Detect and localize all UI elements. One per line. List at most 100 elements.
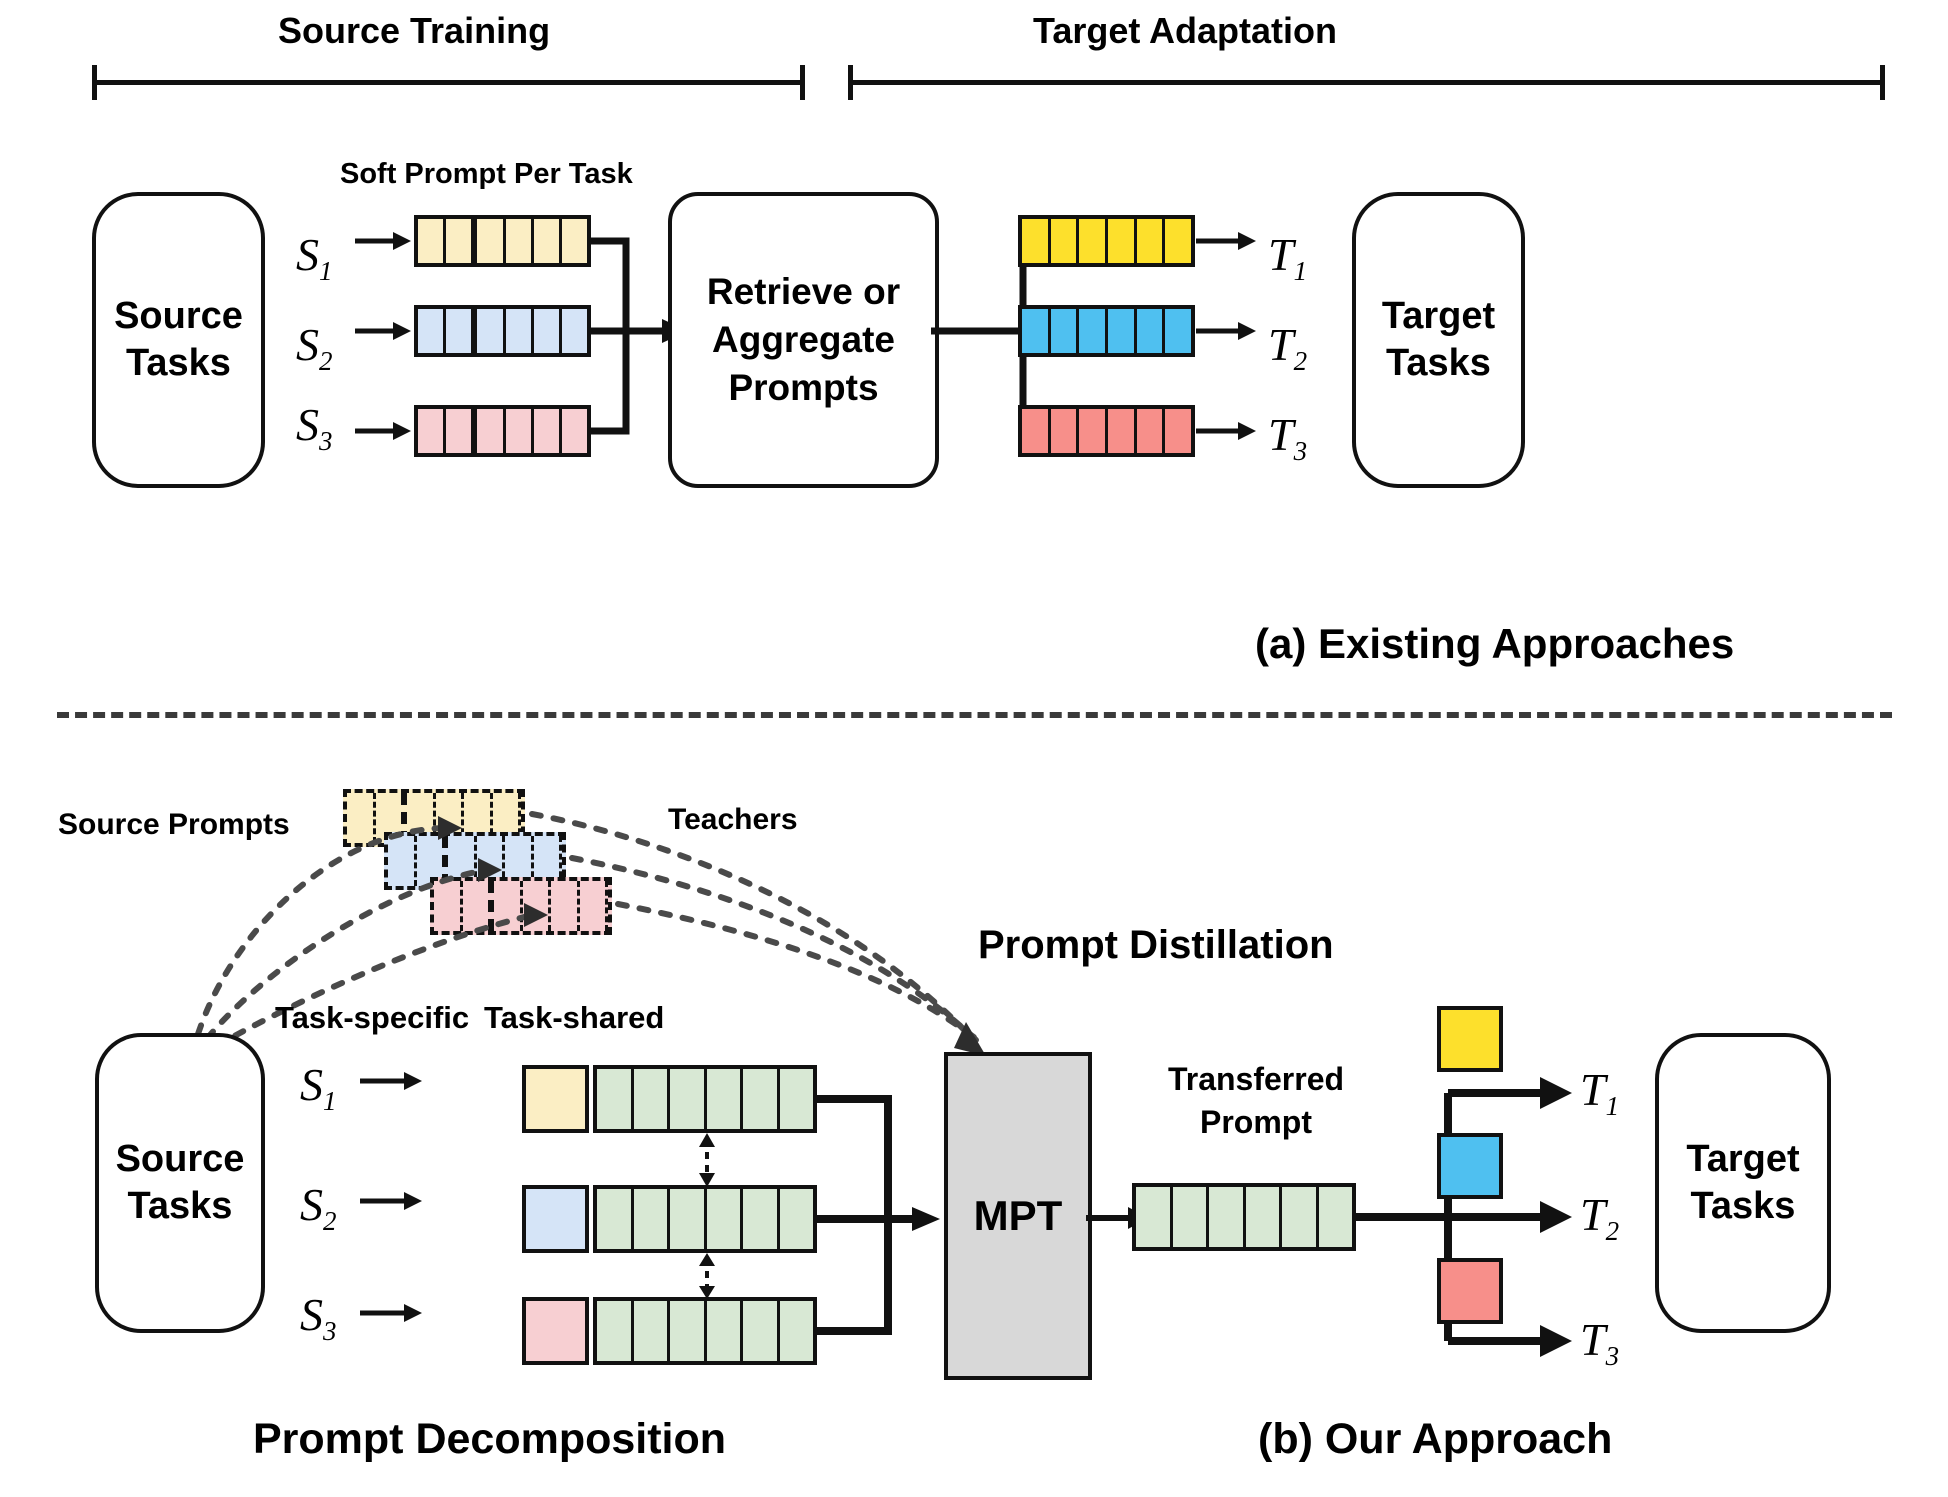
panel-b-source-tasks-line2: Tasks [127, 1185, 233, 1227]
prompt-cell [448, 836, 477, 886]
prompt-cell [1051, 309, 1080, 353]
prompt-cell [1246, 1187, 1282, 1247]
range-bar-target-adaptation [848, 80, 1885, 85]
panel-b-source-tasks-box: Source Tasks [95, 1033, 265, 1333]
prompt-cell [1051, 219, 1080, 263]
prompt-cell [1165, 409, 1191, 453]
prompt-cell [534, 219, 562, 263]
panel-a-retrieve-line1: Retrieve or [706, 270, 901, 312]
panel-a-prompt-s2 [414, 305, 591, 357]
panel-b-arrow-s3 [360, 1304, 422, 1322]
panel-b-target-tasks-line1: Target [1686, 1137, 1800, 1180]
panel-b-task-shared-s2 [593, 1185, 817, 1253]
panel-a-target-tasks-line2: Tasks [1386, 342, 1491, 384]
prompt-cell [436, 793, 464, 843]
panel-a-prompt-s3 [414, 405, 591, 457]
prompt-cell [464, 793, 493, 843]
prompt-cell [1108, 309, 1137, 353]
prompt-cell [388, 836, 417, 886]
panel-b-mpt-box: MPT [944, 1052, 1092, 1380]
prompt-cell [506, 409, 534, 453]
prompt-cell [1165, 309, 1191, 353]
prompt-cell [407, 793, 436, 843]
range-bar-target-adaptation-cap-right [1880, 65, 1885, 100]
panel-b-task-shared-s3 [593, 1297, 817, 1365]
prompt-cell [1209, 1187, 1246, 1247]
panel-b-source-symbol-s2: S2 [300, 1179, 337, 1237]
prompt-cell [523, 881, 551, 931]
panel-a-prompt-t2 [1018, 305, 1195, 357]
panel-b-task-specific-chip-s1 [522, 1065, 589, 1133]
prompt-cell [417, 836, 448, 886]
panel-b-transferred-prompt-line2: Prompt [1200, 1104, 1312, 1141]
prompt-cell [1022, 219, 1051, 263]
prompt-cell [597, 1069, 634, 1129]
prompt-cell [562, 409, 587, 453]
prompt-cell [1022, 409, 1051, 453]
panel-a-target-symbol-t2: T2 [1268, 319, 1308, 377]
prompt-cell [477, 309, 506, 353]
range-bar-source-training-cap-left [92, 65, 97, 100]
range-bar-target-adaptation-cap-left [848, 65, 853, 100]
range-bar-source-training-cap-right [800, 65, 805, 100]
panel-b-task-specific-label: Task-specific [275, 1000, 470, 1035]
panel-b-arrow-s1 [360, 1072, 422, 1090]
prompt-cell [494, 881, 523, 931]
panel-a-retrieve-line3: Prompts [728, 367, 879, 409]
prompt-cell [534, 409, 562, 453]
prompt-cell [376, 793, 407, 843]
panel-b-target-symbol-t3: T3 [1580, 1314, 1620, 1372]
prompt-cell [418, 219, 447, 263]
prompt-cell [670, 1069, 707, 1129]
panel-b-task-shared-s1 [593, 1065, 817, 1133]
prompt-cell [597, 1189, 634, 1249]
panel-b-source-tasks-line1: Source [115, 1137, 245, 1180]
prompt-cell [347, 793, 376, 843]
panel-b-target-chip-t2 [1437, 1133, 1503, 1199]
prompt-cell [1319, 1187, 1353, 1247]
prompt-cell [506, 309, 534, 353]
panel-a-source-tasks-line1: Source [114, 294, 243, 337]
prompt-cell [707, 1301, 743, 1361]
panel-b-source-prompts-label: Source Prompts [58, 808, 290, 841]
prompt-cell [780, 1069, 814, 1129]
panel-b-task-specific-chip-s2 [522, 1185, 589, 1253]
panel-b-split-connector [1356, 1077, 1572, 1357]
prompt-cell [434, 881, 463, 931]
prompt-cell [446, 409, 478, 453]
panel-b-transferred-prompt-line1: Transferred [1167, 1061, 1345, 1097]
prompt-cell [562, 309, 587, 353]
prompt-cell [551, 881, 580, 931]
prompt-cell [743, 1301, 780, 1361]
prompt-cell [463, 881, 494, 931]
panel-a-retrieve-line2: Aggregate [712, 318, 895, 360]
prompt-cell [670, 1189, 707, 1249]
panel-a-target-tasks-line1: Target [1381, 294, 1496, 337]
prompt-cell [1108, 219, 1137, 263]
prompt-cell [418, 409, 447, 453]
panel-b-source-symbol-s3: S3 [300, 1289, 337, 1347]
prompt-cell [1282, 1187, 1319, 1247]
panel-b-mpt-label: MPT [973, 1192, 1063, 1239]
panel-a-target-symbol-t1: T1 [1268, 229, 1308, 287]
prompt-cell [505, 836, 534, 886]
panel-a-soft-prompt-header: Soft Prompt Per Task [340, 158, 633, 190]
prompt-cell [477, 836, 505, 886]
prompt-cell [562, 219, 587, 263]
panel-a-source-tasks-box: Source Tasks [92, 192, 265, 488]
panel-b-shared-link-arrow-bottom [699, 1253, 715, 1299]
prompt-cell [1051, 409, 1080, 453]
panel-b-task-shared-label: Task-shared [484, 1000, 665, 1035]
panel-b-shared-link-arrow-top [699, 1133, 715, 1187]
prompt-cell [1173, 1187, 1209, 1247]
panel-b-target-symbol-t1: T1 [1580, 1064, 1620, 1122]
prompt-cell [1079, 409, 1109, 453]
phase-label-source-training: Source Training [278, 10, 551, 51]
panel-b-prompt-decomposition-label: Prompt Decomposition [253, 1415, 727, 1463]
panel-b-teacher-to-mpt-curves [529, 811, 986, 1056]
prompt-cell [493, 793, 521, 843]
prompt-cell [597, 1301, 634, 1361]
panel-b-transferred-prompt-label: Transferred Prompt [1146, 1058, 1366, 1144]
panel-a-arrow-t3 [1196, 422, 1256, 440]
prompt-cell [1079, 309, 1109, 353]
